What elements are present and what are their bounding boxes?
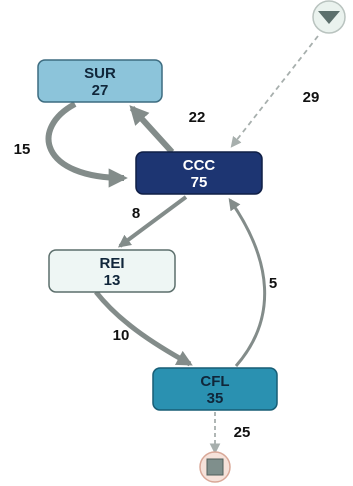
node-rei[interactable]: REI 13 (48, 249, 176, 293)
node-ccc-label: CCC (183, 157, 216, 174)
node-ccc-count: 75 (191, 174, 208, 191)
edge-sur-to-ccc (45, 101, 128, 188)
square-stop-icon (206, 458, 224, 476)
node-rei-count: 13 (104, 272, 121, 289)
node-sur-label: SUR (84, 65, 116, 82)
node-rei-label: REI (99, 255, 124, 272)
node-sur[interactable]: SUR 27 (37, 59, 163, 103)
triangle-down-icon (318, 11, 340, 24)
node-cfl[interactable]: CFL 35 (152, 367, 278, 411)
edge-cfl-to-ccc (228, 198, 266, 367)
edge-label-start-to-ccc: 29 (303, 89, 320, 106)
edge-label-ccc-to-rei: 8 (132, 205, 140, 222)
node-cfl-label: CFL (200, 373, 229, 390)
edge-ccc-to-sur (129, 105, 175, 155)
node-cfl-count: 35 (207, 390, 224, 407)
edge-label-cfl-to-end: 25 (234, 424, 251, 441)
edge-label-ccc-to-sur: 22 (189, 109, 206, 126)
edge-rei-to-cfl (94, 290, 193, 367)
node-sur-count: 27 (92, 82, 109, 99)
edge-label-cfl-to-ccc: 5 (269, 275, 277, 292)
edge-ccc-to-rei (117, 195, 188, 248)
start-node[interactable] (312, 0, 346, 34)
node-ccc[interactable]: CCC 75 (135, 151, 263, 195)
edge-label-rei-to-cfl: 10 (113, 327, 130, 344)
end-node[interactable] (199, 451, 231, 483)
edge-label-sur-to-ccc: 15 (14, 141, 31, 158)
